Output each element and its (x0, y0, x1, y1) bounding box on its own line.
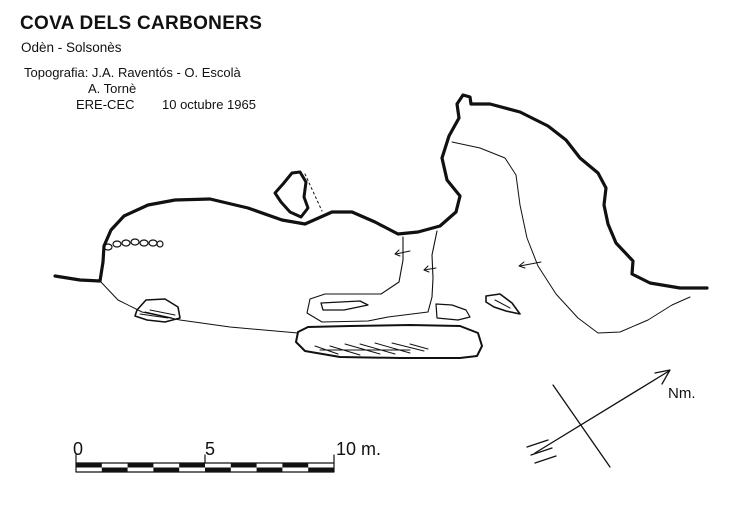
scale-tick-label-5: 5 (205, 439, 216, 459)
slope-arrows (394, 249, 542, 273)
inner-slab-1 (320, 300, 369, 311)
right-rock (485, 293, 521, 315)
large-boulder (295, 324, 483, 359)
survey-organization: ERE-CEC (76, 97, 135, 112)
survey-credit-line-1: Topografia: J.A. Raventós - O. Escolà (24, 65, 241, 80)
survey-date: 10 octubre 1965 (162, 97, 256, 112)
chain-symbol (103, 238, 164, 251)
location-subtitle: Odèn - Solsonès (21, 40, 122, 55)
scale-bar (75, 454, 335, 473)
left-rock-hatching (139, 309, 176, 319)
map-title: COVA DELS CARBONERS (20, 13, 263, 34)
cave-floor-outline (99, 280, 299, 334)
passage-line-1 (306, 230, 438, 323)
chamber-connection-dotted (304, 173, 323, 212)
cave-wall-outline (53, 93, 709, 290)
left-rock (134, 298, 181, 323)
north-arrow (526, 369, 671, 468)
boulder-hatching (314, 342, 429, 356)
survey-credit-line-2: A. Tornè (88, 81, 137, 96)
passage-line-2 (435, 303, 471, 321)
right-gallery-floor (451, 141, 691, 334)
north-label: Nm. (668, 385, 696, 402)
scale-tick-label-0: 0 (73, 439, 84, 459)
scale-tick-label-10: 10 m. (336, 439, 382, 459)
upper-chamber-outline (273, 170, 310, 219)
